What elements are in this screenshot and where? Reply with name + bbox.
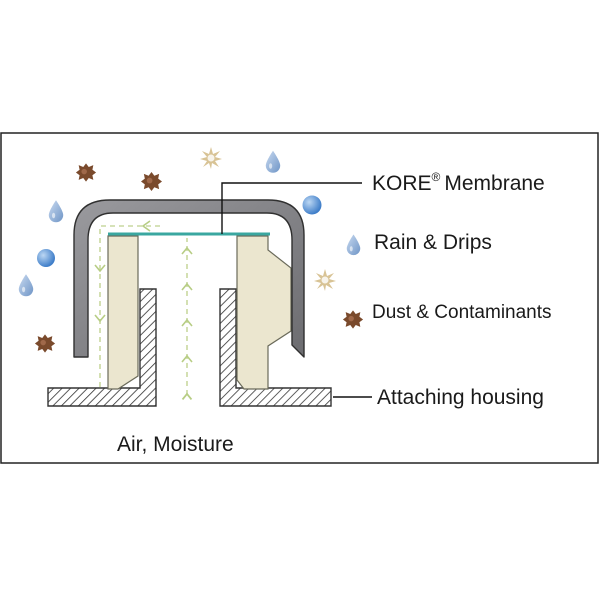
dust-particle-icon (141, 171, 162, 192)
leader-lines (221, 182, 372, 398)
membrane-label: KORE®Membrane (372, 170, 545, 195)
membrane-leader-line (221, 182, 362, 234)
water-bubble-icon (37, 249, 55, 267)
protective-cap (73, 199, 305, 358)
seal-body (107, 235, 292, 390)
air-flow-chevrons (94, 220, 193, 363)
housing-label: Attaching housing (377, 386, 544, 409)
dust-particle-icon (75, 163, 97, 182)
dust-label: Dust & Contaminants (372, 302, 552, 323)
dust-particle-icon (342, 310, 364, 329)
dust-particle-icon (34, 334, 56, 353)
air-label: Air, Moisture (117, 433, 234, 456)
air-flow-arrow-icon (99, 225, 193, 401)
attaching-housing (47, 288, 332, 407)
rain-label: Rain & Drips (374, 231, 492, 254)
water-bubble-icon (302, 195, 322, 215)
particles (18, 147, 364, 353)
